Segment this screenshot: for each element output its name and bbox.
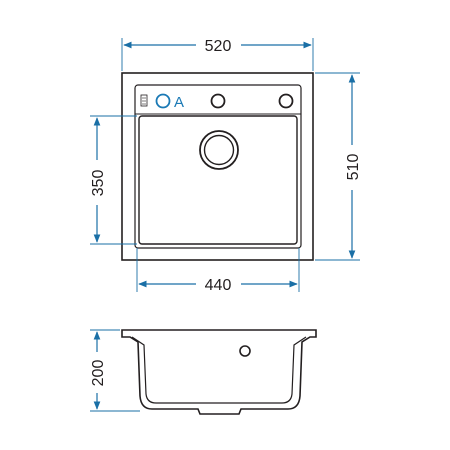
- overflow-hole: [239, 345, 251, 357]
- deck-hole-middle: [210, 93, 226, 109]
- sink-outer-frame: [121, 72, 314, 261]
- side-profile-outer: [121, 329, 317, 415]
- dim-label-350: 350: [90, 170, 107, 197]
- dim-label-200: 200: [90, 360, 107, 387]
- dim-label-520: 520: [205, 38, 232, 55]
- tap-hole-marker-icon: [155, 93, 171, 109]
- sink-inner-rim: [134, 84, 302, 249]
- bowl-outline: [138, 115, 298, 245]
- drain-inner-ring: [203, 134, 235, 166]
- side-profile-inner: [131, 336, 307, 404]
- tag-square-icon: [140, 94, 148, 107]
- drain-outer-ring: [199, 130, 239, 170]
- dim-overall-width: 520: [121, 38, 314, 71]
- dim-overall-depth: 510: [315, 72, 362, 261]
- dim-label-510: 510: [345, 154, 362, 181]
- top-view: A: [121, 72, 314, 261]
- dim-label-440: 440: [205, 277, 232, 294]
- dim-bowl-depth: 350: [90, 115, 137, 245]
- side-view: [121, 329, 317, 415]
- tap-hole-letter: A: [174, 94, 184, 111]
- dim-bowl-width: 440: [136, 248, 300, 294]
- dim-bowl-height: 200: [90, 329, 140, 412]
- deck-hole-right: [278, 93, 294, 109]
